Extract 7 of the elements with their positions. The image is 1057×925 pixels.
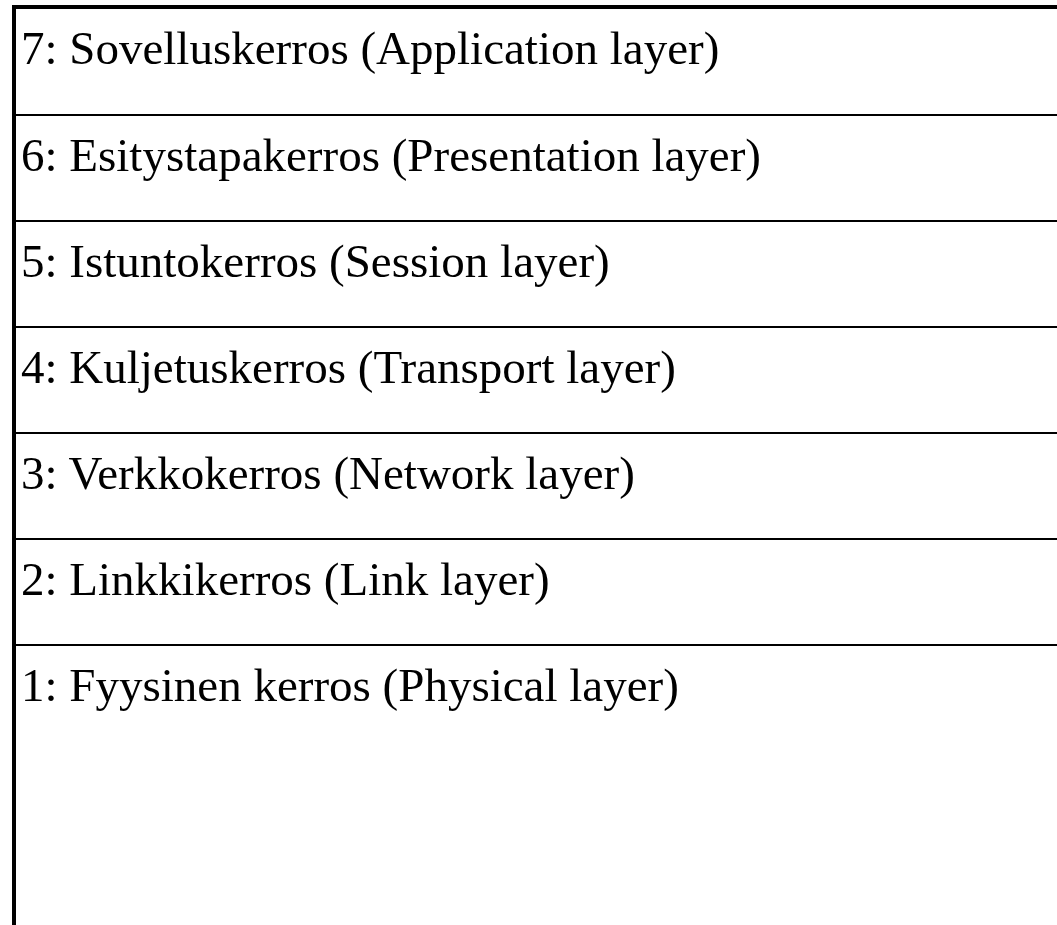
layer-label: 5: Istuntokerros (Session layer) xyxy=(21,234,610,289)
layer-label: 1: Fyysinen kerros (Physical layer) xyxy=(21,658,679,713)
layer-label: 4: Kuljetuskerros (Transport layer) xyxy=(21,340,676,395)
layer-label: 2: Linkkikerros (Link layer) xyxy=(21,552,550,607)
layer-label: 6: Esitystapakerros (Presentation layer) xyxy=(21,128,762,183)
layer-label: 3: Verkkokerros (Network layer) xyxy=(21,446,635,501)
layer-label: 7: Sovelluskerros (Application layer) xyxy=(21,21,720,76)
